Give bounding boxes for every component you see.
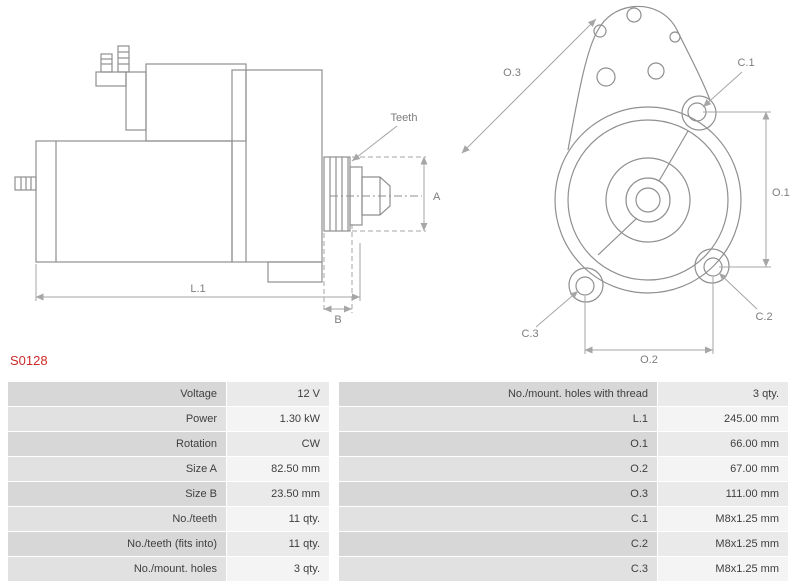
spec-tables: Voltage 12 V Power 1.30 kW Rotation CW S… [8,382,788,581]
spec-label: O.2 [339,457,657,481]
spec-value: 111.00 mm [658,482,788,506]
spec-value: 66.00 mm [658,432,788,456]
spec-row: L.1 245.00 mm [339,407,788,431]
spec-row: No./teeth 11 qty. [8,507,329,531]
spec-label: Rotation [8,432,226,456]
spec-value: 12 V [227,382,329,406]
spec-label: C.1 [339,507,657,531]
spec-row: Size B 23.50 mm [8,482,329,506]
dim-label-o2: O.2 [640,354,658,366]
spec-label: No./teeth [8,507,226,531]
spec-row: No./mount. holes with thread 3 qty. [339,382,788,406]
spec-label: Size B [8,482,226,506]
spec-value: 11 qty. [227,507,329,531]
technical-drawing: Teeth A L.1 B [14,5,790,366]
spec-label: No./mount. holes [8,557,226,581]
spec-value: 82.50 mm [227,457,329,481]
spec-row: Rotation CW [8,432,329,456]
spec-value: M8x1.25 mm [658,532,788,556]
part-number: S0128 [10,353,48,368]
starter-front-view [554,5,742,303]
spec-value: CW [227,432,329,456]
dim-label-c3: C.3 [521,328,538,340]
dim-label-b: B [334,314,341,326]
spec-value: M8x1.25 mm [658,557,788,581]
spec-row: O.2 67.00 mm [339,457,788,481]
spec-value: 23.50 mm [227,482,329,506]
spec-row: Power 1.30 kW [8,407,329,431]
spec-label: No./teeth (fits into) [8,532,226,556]
spec-row: No./teeth (fits into) 11 qty. [8,532,329,556]
spec-value: 1.30 kW [227,407,329,431]
spec-value: 245.00 mm [658,407,788,431]
spec-row: O.1 66.00 mm [339,432,788,456]
starter-side-view [14,45,422,283]
spec-label: O.3 [339,482,657,506]
spec-label: No./mount. holes with thread [339,382,657,406]
spec-row: O.3 111.00 mm [339,482,788,506]
front-view-dimensions [461,18,771,354]
spec-row: C.3 M8x1.25 mm [339,557,788,581]
dim-label-a: A [433,191,441,203]
spec-row: C.1 M8x1.25 mm [339,507,788,531]
spec-value: 3 qty. [227,557,329,581]
side-view-dimension-labels: Teeth A L.1 B [190,112,441,326]
dim-label-c2: C.2 [755,311,772,323]
dim-label-o3: O.3 [503,67,521,79]
spec-table-left: Voltage 12 V Power 1.30 kW Rotation CW S… [8,382,329,581]
spec-row: Voltage 12 V [8,382,329,406]
spec-label: Power [8,407,226,431]
spec-label: C.2 [339,532,657,556]
spec-value: 67.00 mm [658,457,788,481]
spec-row: No./mount. holes 3 qty. [8,557,329,581]
spec-value: 3 qty. [658,382,788,406]
spec-row: C.2 M8x1.25 mm [339,532,788,556]
dim-label-c1: C.1 [737,57,754,69]
spec-label: Size A [8,457,226,481]
dim-label-teeth: Teeth [391,112,418,124]
side-view-dimensions [35,125,428,313]
spec-value: M8x1.25 mm [658,507,788,531]
spec-label: O.1 [339,432,657,456]
spec-row: Size A 82.50 mm [8,457,329,481]
spec-label: L.1 [339,407,657,431]
spec-label: Voltage [8,382,226,406]
dim-label-o1: O.1 [772,187,790,199]
spec-label: C.3 [339,557,657,581]
spec-table-right: No./mount. holes with thread 3 qty. L.1 … [339,382,788,581]
front-view-dimension-labels: O.3 C.1 O.1 C.2 C.3 O.2 [503,57,790,366]
spec-value: 11 qty. [227,532,329,556]
dim-label-l1: L.1 [190,283,205,295]
